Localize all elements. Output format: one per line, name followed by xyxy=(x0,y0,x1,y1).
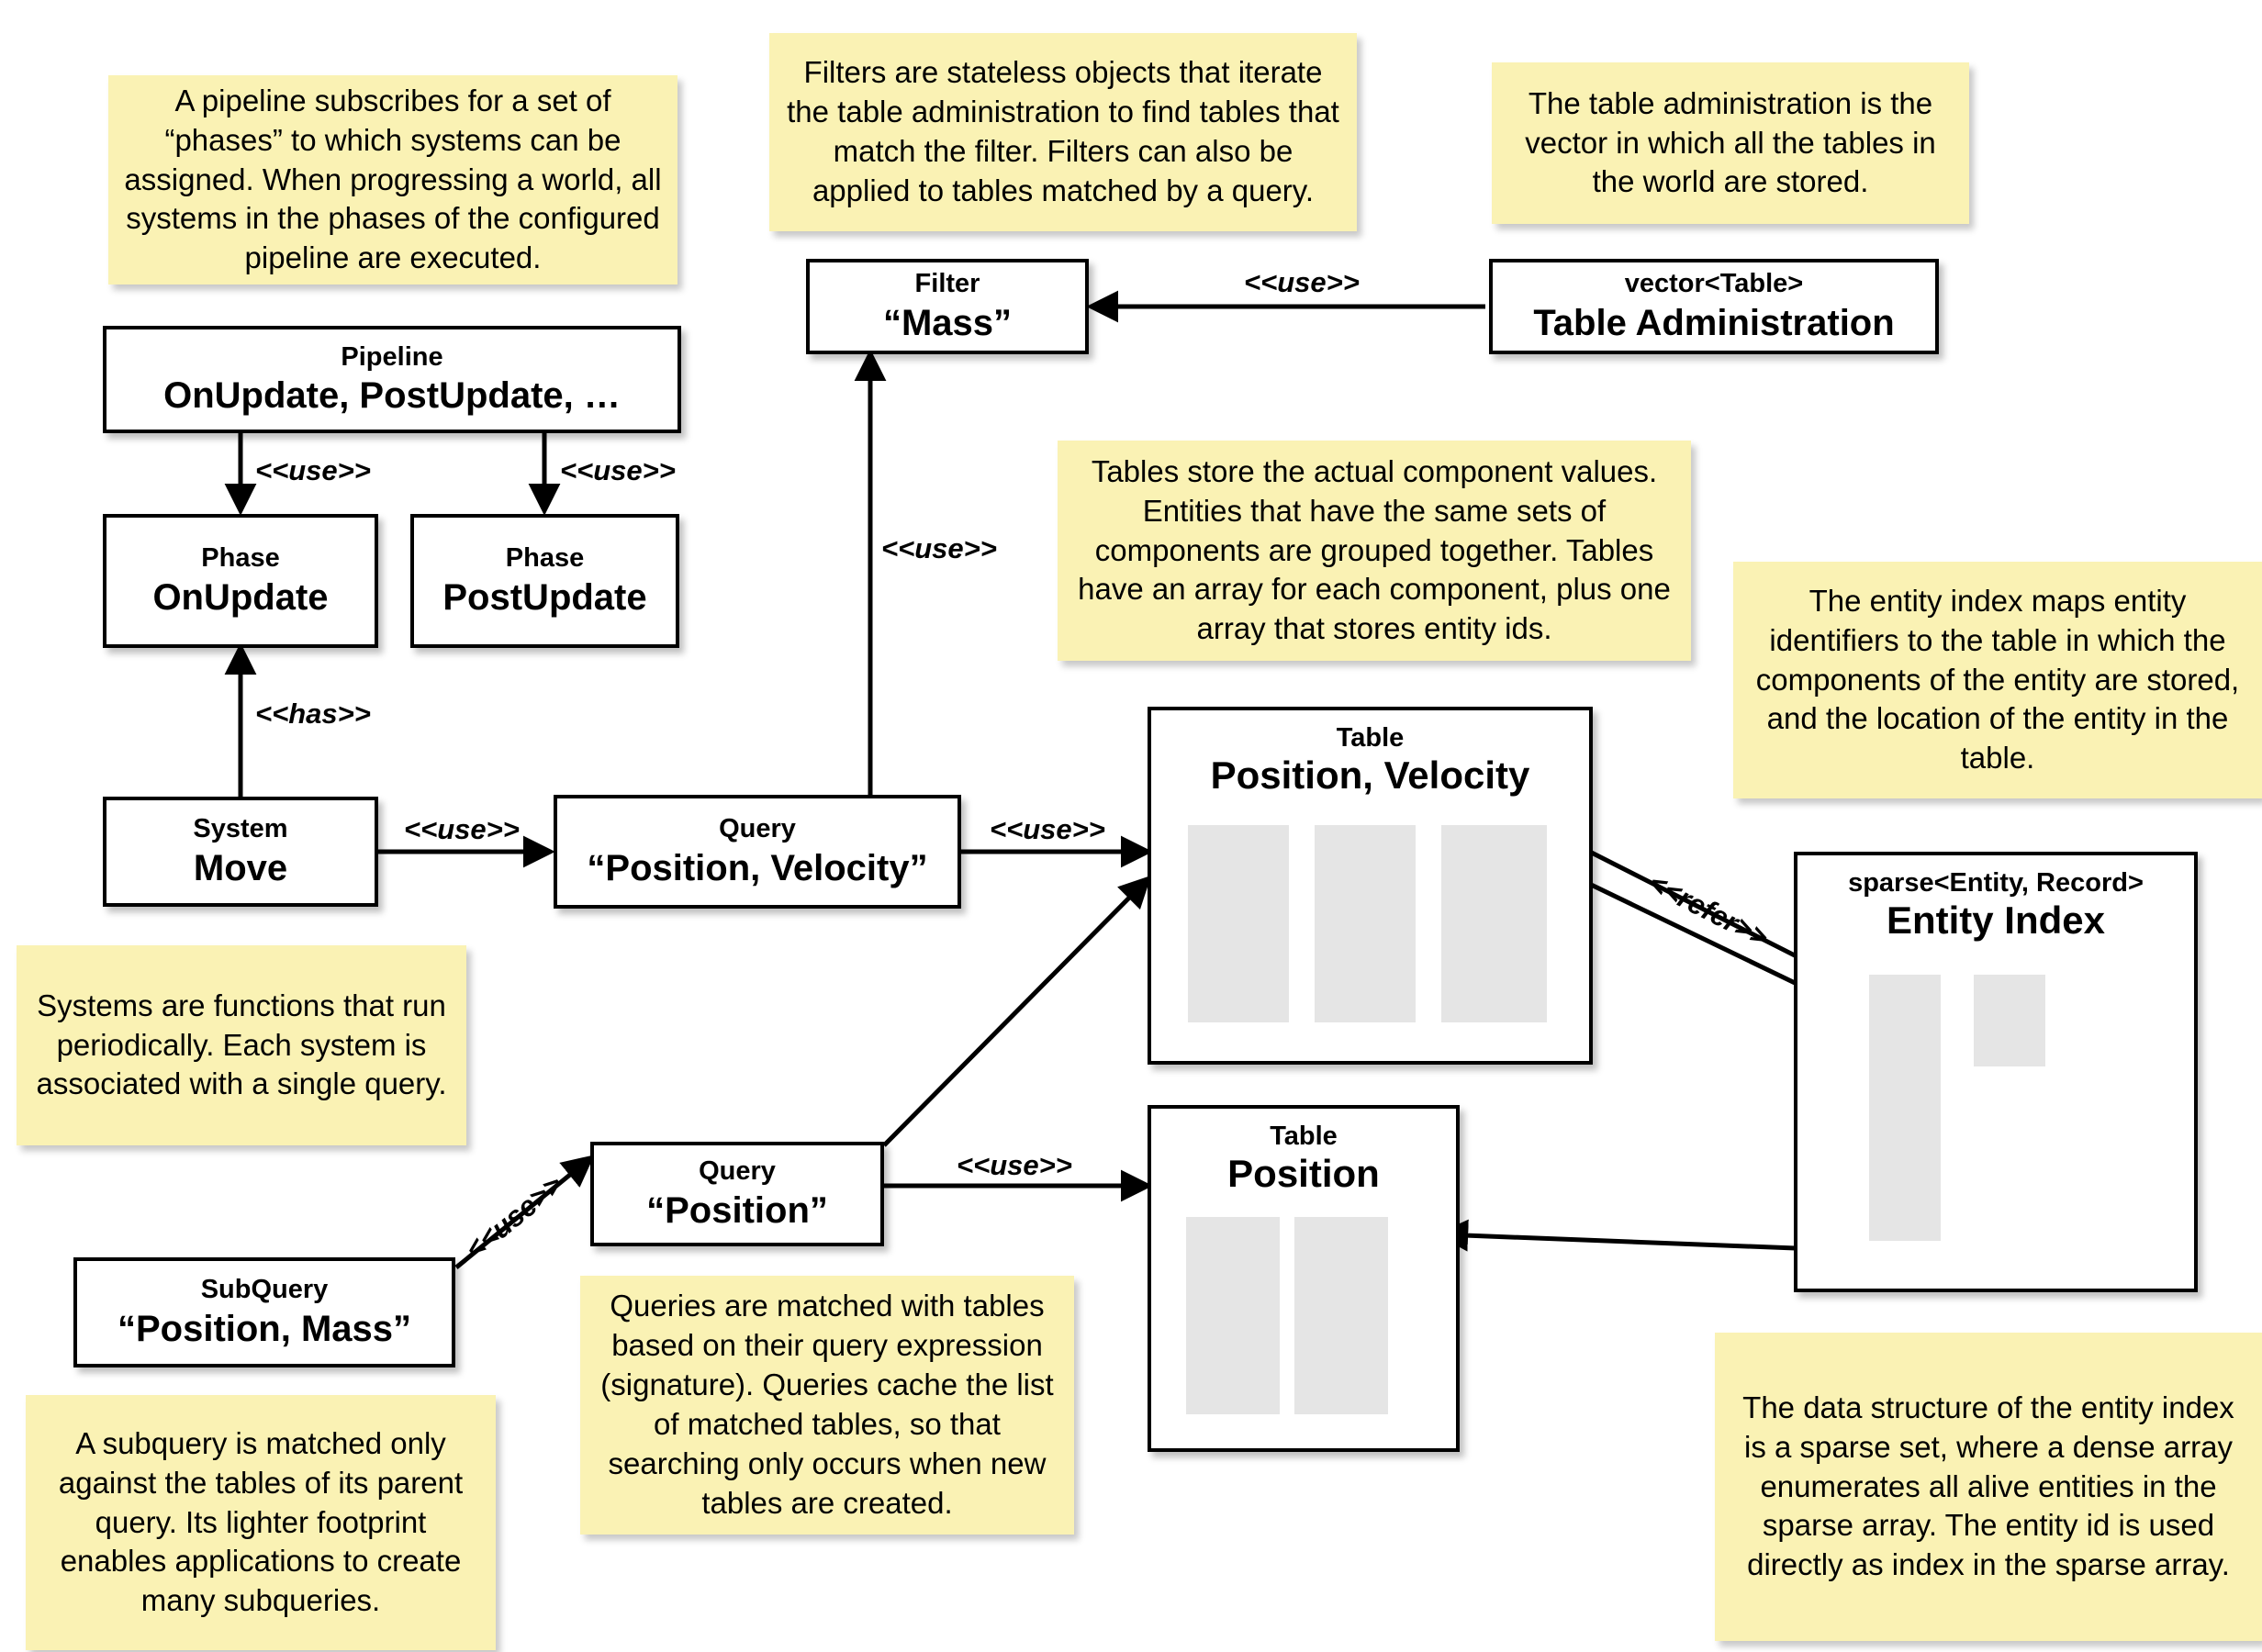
query-p-title: “Position” xyxy=(646,1189,828,1231)
table-p-column-2 xyxy=(1294,1217,1388,1414)
edge-queryp-uses-tablepv xyxy=(882,875,1152,1147)
entity-index-stereotype: sparse<Entity, Record> xyxy=(1848,868,2144,898)
edge-label-index-refers-table: <<refer>> xyxy=(1643,866,1774,954)
edge-label-subquery-uses-query: <<use>> xyxy=(459,1167,569,1267)
table-admin-title: Table Administration xyxy=(1533,302,1895,343)
edge-label-queryp-uses-tablep: <<use>> xyxy=(957,1149,1072,1181)
phase-postupdate-title: PostUpdate xyxy=(442,576,647,618)
edge-label-system-has-phase: <<has>> xyxy=(255,698,371,730)
table-pv-header: Table Position, Velocity xyxy=(1151,710,1589,798)
edge-label-query-uses-filter: <<use>> xyxy=(881,532,997,564)
query-p-stereotype: Query xyxy=(699,1156,776,1187)
note-queries: Queries are matched with tables based on… xyxy=(580,1276,1074,1535)
subquery-stereotype: SubQuery xyxy=(200,1275,329,1305)
class-box-filter-mass[interactable]: Filter “Mass” xyxy=(806,259,1089,354)
filter-mass-stereotype: Filter xyxy=(914,269,980,299)
table-p-column-1 xyxy=(1186,1217,1280,1414)
class-box-system-move[interactable]: System Move xyxy=(103,797,378,907)
class-box-phase-onupdate[interactable]: Phase OnUpdate xyxy=(103,514,378,648)
edge-label-admin-uses-filter: <<use>> xyxy=(1244,266,1360,298)
filter-mass-title: “Mass” xyxy=(882,302,1013,343)
entity-index-header: sparse<Entity, Record> Entity Index xyxy=(1797,855,2194,943)
phase-postupdate-stereotype: Phase xyxy=(505,543,585,574)
note-entity-index: The entity index maps entity identifiers… xyxy=(1733,562,2262,798)
class-box-subquery-position-mass[interactable]: SubQuery “Position, Mass” xyxy=(73,1257,455,1367)
edge-label-system-uses-query: <<use>> xyxy=(404,813,520,845)
system-move-stereotype: System xyxy=(193,814,288,844)
table-p-stereotype: Table xyxy=(1270,1122,1338,1151)
entity-index-title: Entity Index xyxy=(1886,899,2106,943)
edge-label-querypv-uses-tablepv: <<use>> xyxy=(990,813,1105,845)
note-queries-text: Queries are matched with tables based on… xyxy=(600,1289,1054,1520)
table-pv-stereotype: Table xyxy=(1336,723,1405,753)
phase-onupdate-title: OnUpdate xyxy=(152,576,329,618)
table-p-title: Position xyxy=(1227,1152,1380,1196)
phase-onupdate-stereotype: Phase xyxy=(201,543,280,574)
note-filter-text: Filters are stateless objects that itera… xyxy=(787,55,1339,207)
note-entity-index-text: The entity index maps entity identifiers… xyxy=(1755,583,2240,776)
entity-index-box[interactable]: sparse<Entity, Record> Entity Index xyxy=(1794,852,2198,1292)
note-tables: Tables store the actual component values… xyxy=(1058,441,1691,661)
subquery-title: “Position, Mass” xyxy=(117,1308,412,1349)
table-pv-column-1 xyxy=(1188,825,1289,1022)
note-systems: Systems are functions that run periodica… xyxy=(17,945,466,1145)
class-box-query-position-velocity[interactable]: Query “Position, Velocity” xyxy=(554,795,961,909)
note-tables-text: Tables store the actual component values… xyxy=(1078,453,1671,646)
note-sparse-set: The data structure of the entity index i… xyxy=(1715,1333,2262,1641)
entity-index-sparse-array xyxy=(1869,975,1941,1241)
system-move-title: Move xyxy=(193,847,288,888)
query-pv-stereotype: Query xyxy=(719,814,796,844)
class-box-query-position[interactable]: Query “Position” xyxy=(590,1142,884,1246)
note-sparse-set-text: The data structure of the entity index i… xyxy=(1742,1390,2234,1582)
table-box-position[interactable]: Table Position xyxy=(1148,1105,1460,1452)
table-pv-title: Position, Velocity xyxy=(1210,753,1530,798)
table-admin-stereotype: vector<Table> xyxy=(1624,269,1804,299)
edge-label-pipeline-to-phase-onupdate: <<use>> xyxy=(255,454,371,486)
note-subquery: A subquery is matched only against the t… xyxy=(26,1395,496,1650)
class-box-pipeline[interactable]: Pipeline OnUpdate, PostUpdate, … xyxy=(103,326,681,433)
note-pipeline: A pipeline subscribes for a set of “phas… xyxy=(108,75,677,285)
table-p-header: Table Position xyxy=(1151,1109,1456,1197)
query-pv-title: “Position, Velocity” xyxy=(587,847,928,888)
note-pipeline-text: A pipeline subscribes for a set of “phas… xyxy=(124,83,662,275)
class-box-phase-postupdate[interactable]: Phase PostUpdate xyxy=(410,514,679,648)
note-table-admin-text: The table administration is the vector i… xyxy=(1525,85,1936,199)
table-pv-column-2 xyxy=(1315,825,1416,1022)
pipeline-stereotype: Pipeline xyxy=(341,341,443,372)
entity-index-dense-array xyxy=(1974,975,2045,1066)
pipeline-title: OnUpdate, PostUpdate, … xyxy=(163,375,621,417)
class-box-table-administration[interactable]: vector<Table> Table Administration xyxy=(1489,259,1939,354)
note-table-admin: The table administration is the vector i… xyxy=(1492,62,1969,224)
note-subquery-text: A subquery is matched only against the t… xyxy=(58,1425,464,1618)
note-filter: Filters are stateless objects that itera… xyxy=(769,33,1357,231)
edge-label-pipeline-to-phase-postupdate: <<use>> xyxy=(560,454,676,486)
table-box-position-velocity[interactable]: Table Position, Velocity xyxy=(1148,707,1593,1065)
table-pv-column-3 xyxy=(1441,825,1547,1022)
note-systems-text: Systems are functions that run periodica… xyxy=(36,988,447,1101)
